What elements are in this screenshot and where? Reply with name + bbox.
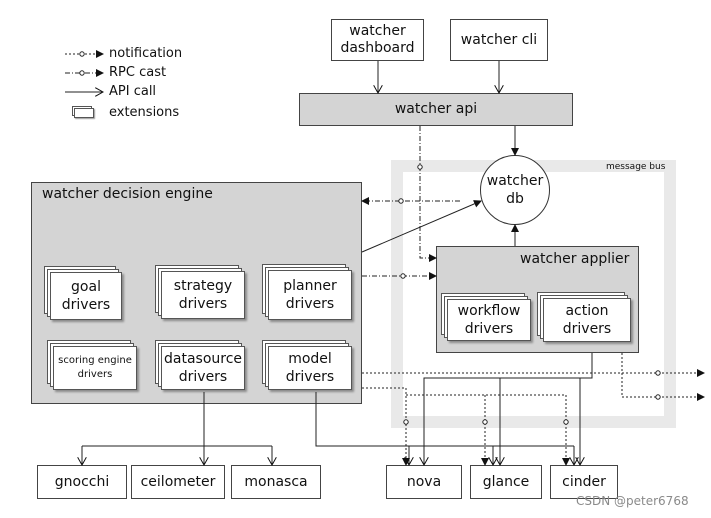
planner-drivers: planner drivers [262,264,354,322]
scoring-engine-drivers: scoring engine drivers [47,340,139,392]
legend-extensions-icon [72,106,96,120]
planner-drivers-label: planner drivers [283,278,337,312]
applier-title: watcher applier [520,251,630,267]
cinder-box: cinder [550,465,618,499]
watcher-api-label: watcher api [394,101,478,117]
decision-engine-title: watcher decision engine [42,186,213,202]
message-bus [391,160,676,428]
model-drivers: model drivers [262,340,354,392]
glance-box: glance [470,465,542,499]
engine-to-db [361,200,482,253]
legend-notification: notification [109,46,183,61]
monasca-label: monasca [244,473,308,490]
strategy-drivers-label: strategy drivers [173,278,233,312]
workflow-drivers: workflow drivers [441,293,533,343]
goal-drivers-label: goal drivers [61,279,111,313]
gnocchi-label: gnocchi [54,473,110,490]
watcher-cli-label: watcher cli [460,31,538,48]
nova-label: nova [406,473,442,490]
datasource-drivers-label: datasource drivers [163,351,243,385]
model-to-services [315,392,574,447]
watermark: CSDN @peter6768 [576,494,689,508]
applier-to-services [423,353,593,465]
legend-extensions: extensions [109,105,180,120]
action-drivers: action drivers [537,292,633,344]
cinder-label: cinder [562,473,606,490]
scoring-engine-drivers-label: scoring engine drivers [58,355,132,380]
action-drivers-label: action drivers [562,303,612,337]
model-drivers-label: model drivers [285,351,335,385]
ceilometer-box: ceilometer [131,465,225,499]
glance-label: glance [482,473,530,490]
legend-api-call: API call [109,84,157,99]
applier-notification-out [621,353,705,401]
workflow-drivers-label: workflow drivers [457,303,521,337]
watcher-dashboard-box: watcher dashboard [331,19,424,61]
datasource-to-services [81,392,273,465]
goal-drivers: goal drivers [44,266,124,322]
strategy-drivers: strategy drivers [155,265,247,321]
watcher-dashboard-label: watcher dashboard [340,23,415,56]
ceilometer-label: ceilometer [140,473,216,490]
watcher-db-label: watcher db [486,173,544,207]
gnocchi-box: gnocchi [37,465,127,499]
api-to-applier-rpc [419,126,437,262]
datasource-drivers: datasource drivers [155,340,247,392]
legend-rpc-cast: RPC cast [109,65,167,80]
monasca-box: monasca [231,465,321,499]
message-bus-label: message bus [606,162,666,172]
watcher-cli-box: watcher cli [450,19,548,61]
watcher-api-box: watcher api [299,93,573,126]
